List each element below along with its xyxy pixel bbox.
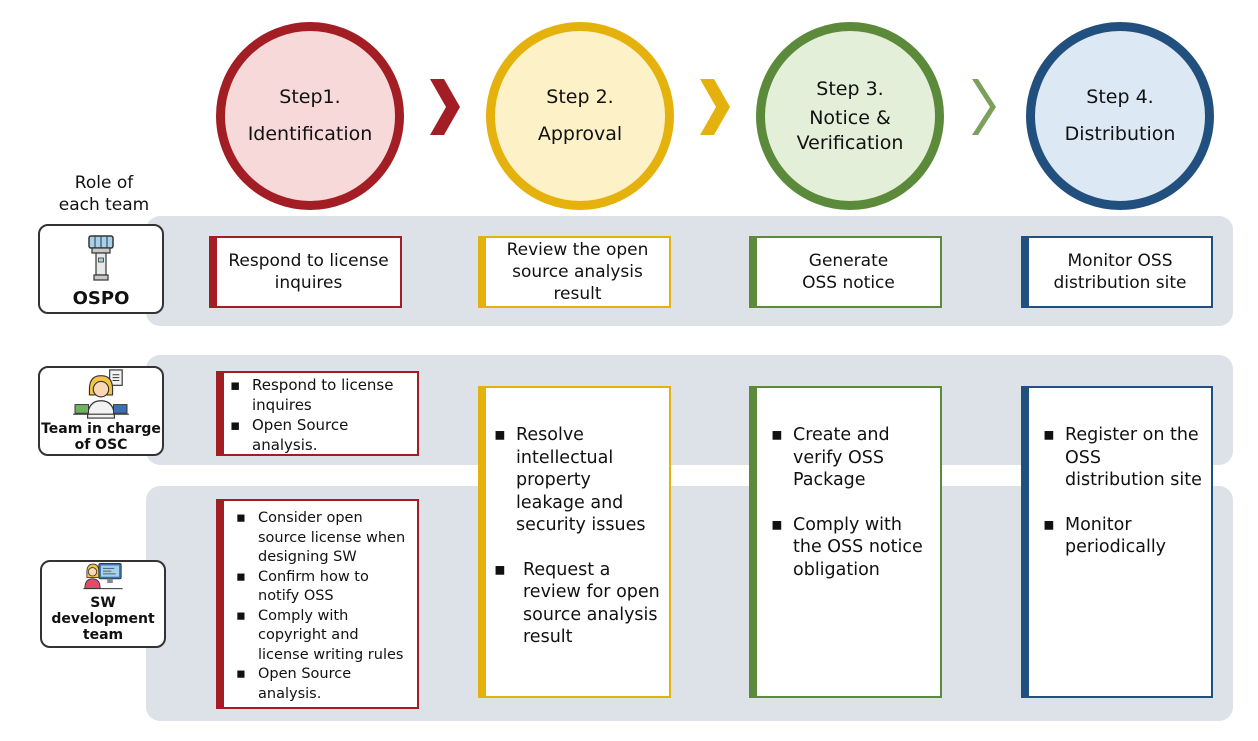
list-item: Comply with copyright and license writin… bbox=[236, 607, 413, 666]
list-item: Resolve intellectual property leakage an… bbox=[494, 424, 663, 537]
step2-title: Approval bbox=[537, 123, 623, 145]
ospo-task-step4: Monitor OSS distribution site bbox=[1021, 236, 1213, 308]
step1-circle: Step1. Identification bbox=[216, 22, 404, 210]
chevron-right-icon bbox=[972, 79, 996, 135]
list-item: Monitor periodically bbox=[1043, 514, 1205, 559]
shared-step2-list: Resolve intellectual property leakage an… bbox=[494, 424, 663, 649]
shared-step4-list: Register on the OSS distribution site Mo… bbox=[1043, 424, 1205, 559]
step4-circle: Step 4. Distribution bbox=[1026, 22, 1214, 210]
chevron-right-icon bbox=[700, 79, 730, 135]
roles-header-line1: Role of bbox=[74, 173, 134, 193]
list-item: Respond to license inquires bbox=[230, 375, 417, 415]
roles-header: Role of each team bbox=[48, 172, 160, 216]
ospo-task-step2-line1: Review the open bbox=[506, 240, 649, 260]
list-item: Confirm how to notify OSS bbox=[236, 568, 413, 607]
chevron-right-icon bbox=[430, 79, 460, 135]
ospo-task-step3: Generate OSS notice bbox=[749, 236, 942, 308]
office-worker-icon bbox=[73, 369, 129, 419]
shared-step3-box: Create and verify OSS Package Comply wit… bbox=[749, 386, 942, 698]
shared-step3-list: Create and verify OSS Package Comply wit… bbox=[771, 424, 934, 582]
step3-title-line1: Notice & bbox=[809, 106, 891, 129]
list-item: Request a review for open source analysi… bbox=[494, 559, 663, 649]
role-sw-dev-team: SW development team bbox=[40, 560, 166, 648]
role-osc-team-label-line1: Team in charge bbox=[41, 421, 161, 437]
step2-number: Step 2. bbox=[546, 86, 614, 108]
list-item: Open Source analysis. bbox=[230, 415, 417, 455]
ospo-task-step4-line2: distribution site bbox=[1053, 273, 1187, 293]
role-ospo-label: OSPO bbox=[72, 288, 130, 309]
list-item: Register on the OSS distribution site bbox=[1043, 424, 1205, 492]
osc-team-step1-box: Respond to license inquires Open Source … bbox=[216, 371, 419, 456]
step3-title-line2: Verification bbox=[796, 131, 904, 154]
ospo-task-step1-line1: Respond to license bbox=[228, 251, 389, 271]
role-sw-dev-team-label-line1: SW development bbox=[51, 595, 155, 627]
osc-team-step1-list: Respond to license inquires Open Source … bbox=[230, 375, 417, 455]
ospo-task-step1-line2: inquires bbox=[274, 273, 343, 293]
role-sw-dev-team-label-line2: team bbox=[82, 627, 124, 643]
ospo-task-step2-line2: source analysis bbox=[512, 262, 643, 282]
step4-title: Distribution bbox=[1064, 123, 1176, 145]
role-ospo: OSPO bbox=[38, 224, 164, 314]
ospo-task-step4-line1: Monitor OSS bbox=[1067, 251, 1173, 271]
role-osc-team: Team in charge of OSC bbox=[38, 366, 164, 456]
developer-at-computer-icon bbox=[83, 562, 123, 590]
ospo-task-step2: Review the open source analysis result bbox=[478, 236, 671, 308]
ospo-task-step3-line2: OSS notice bbox=[802, 273, 895, 293]
ospo-task-step1: Respond to license inquires bbox=[209, 236, 402, 308]
step4-number: Step 4. bbox=[1086, 86, 1154, 108]
control-tower-icon bbox=[88, 235, 114, 281]
step3-circle: Step 3. Notice & Verification bbox=[756, 22, 944, 210]
list-item: Comply with the OSS notice obligation bbox=[771, 514, 934, 582]
roles-header-line2: each team bbox=[58, 195, 150, 215]
shared-step4-box: Register on the OSS distribution site Mo… bbox=[1021, 386, 1213, 698]
list-item: Create and verify OSS Package bbox=[771, 424, 934, 492]
step1-title: Identification bbox=[247, 123, 373, 145]
role-osc-team-label-line2: of OSC bbox=[74, 437, 128, 453]
step2-circle: Step 2. Approval bbox=[486, 22, 674, 210]
dev-team-step1-box: Consider open source license when design… bbox=[216, 499, 419, 709]
list-item: Open Source analysis. bbox=[236, 665, 413, 704]
list-item: Consider open source license when design… bbox=[236, 509, 413, 568]
ospo-task-step3-line1: Generate bbox=[808, 251, 889, 271]
shared-step2-box: Resolve intellectual property leakage an… bbox=[478, 386, 671, 698]
step3-number: Step 3. bbox=[816, 77, 884, 100]
ospo-task-step2-line3: result bbox=[553, 284, 602, 304]
step1-number: Step1. bbox=[279, 86, 341, 108]
dev-team-step1-list: Consider open source license when design… bbox=[236, 509, 413, 704]
